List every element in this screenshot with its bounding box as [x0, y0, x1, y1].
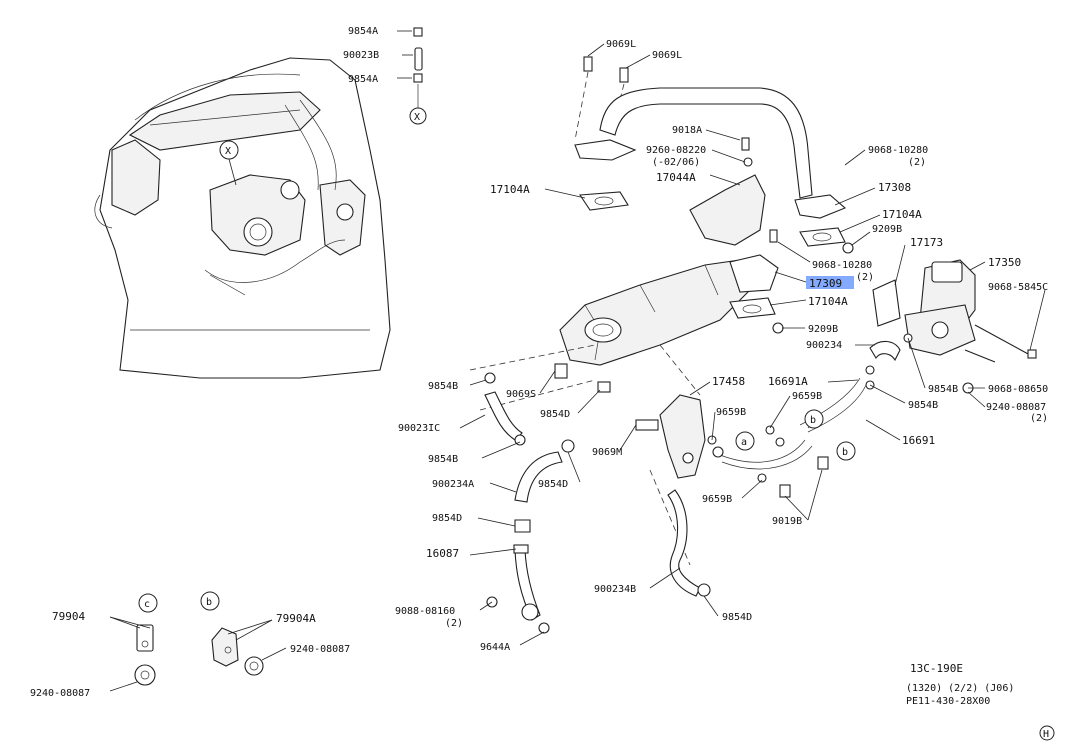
part-label-9068-10280-2[interactable]: 9068-10280: [812, 260, 872, 271]
ref-c: c: [144, 599, 150, 610]
part-label-9260-08220[interactable]: 9260-08220: [646, 145, 706, 156]
part-label-9854b-2[interactable]: 9854B: [428, 454, 458, 465]
part-label-17308[interactable]: 17308: [878, 181, 911, 194]
part-label-9240-08087-c[interactable]: 9240-08087: [30, 688, 90, 699]
part-label-9019b[interactable]: 9019B: [772, 516, 802, 527]
ref-a: a: [741, 437, 747, 448]
part-label-17458[interactable]: 17458: [712, 375, 745, 388]
part-label-9260-note: (-02/06): [652, 157, 700, 168]
part-label-79904[interactable]: 79904: [52, 610, 85, 623]
part-label-9240-08087-b[interactable]: 9240-08087: [290, 644, 350, 655]
part-label-9068-08650[interactable]: 9068-08650: [988, 384, 1048, 395]
part-label-9659b-2[interactable]: 9659B: [716, 407, 746, 418]
ref-b-1: b: [810, 415, 816, 426]
hose-x-detail: X: [397, 27, 427, 125]
part-label-9659b-3[interactable]: 9659B: [702, 494, 732, 505]
part-label-9088-08160-qty: (2): [445, 618, 463, 629]
engine-overview-drawing: [94, 57, 391, 379]
part-label-9659b-1[interactable]: 9659B: [792, 391, 822, 402]
part-label-9209b-1[interactable]: 9209B: [872, 224, 902, 235]
part-label-9854b-1[interactable]: 9854B: [428, 381, 458, 392]
part-label-17044a[interactable]: 17044A: [656, 171, 696, 184]
part-label-900234a[interactable]: 900234A: [432, 479, 474, 490]
part-label-9068-10280-top[interactable]: 9068-10280: [868, 145, 928, 156]
part-label-9209b-2[interactable]: 9209B: [808, 324, 838, 335]
part-label-9240-08087-r[interactable]: 9240-08087: [986, 402, 1046, 413]
part-label-9854d-2[interactable]: 9854D: [538, 479, 568, 490]
x-ref-callout: X: [219, 140, 239, 186]
part-label-9068-5845c[interactable]: 9068-5845C: [988, 282, 1048, 293]
part-label-16087[interactable]: 16087: [426, 547, 459, 560]
detail-c-drawing: [109, 593, 158, 692]
highlight-17309: [806, 276, 854, 289]
part-label-9069s[interactable]: 9069S: [506, 389, 536, 400]
part-label-16691[interactable]: 16691: [902, 434, 935, 447]
diagram-page: (1320) (2/2) (J06): [906, 683, 1014, 694]
part-label-90023ic[interactable]: 90023IC: [398, 423, 440, 434]
part-label-9854d-1[interactable]: 9854D: [540, 409, 570, 420]
x-engine-marker: X: [225, 146, 231, 157]
part-label-79904a[interactable]: 79904A: [276, 612, 316, 625]
diagram-part-number: PE11-430-28X00: [906, 696, 990, 707]
part-label-9240-08087-r-qty: (2): [1030, 413, 1048, 424]
part-label-17104a-2[interactable]: 17104A: [882, 208, 922, 221]
part-label-17309[interactable]: 17309: [809, 277, 842, 290]
detail-b-drawing: [200, 591, 287, 676]
part-label-9644a[interactable]: 9644A: [480, 642, 510, 653]
part-label-9854b-r2[interactable]: 9854B: [908, 400, 938, 411]
part-label-17104a-1[interactable]: 17104A: [490, 183, 530, 196]
part-label-9068-10280-top-qty: (2): [908, 157, 926, 168]
part-label-9069l-2[interactable]: 9069L: [652, 50, 682, 61]
part-label-900234b[interactable]: 900234B: [594, 584, 636, 595]
part-label-9854a-2[interactable]: 9854A: [348, 74, 378, 85]
egr-assembly-drawing: [469, 56, 1037, 634]
part-label-17104a-3[interactable]: 17104A: [808, 295, 848, 308]
part-label-9018a[interactable]: 9018A: [672, 125, 702, 136]
part-label-9854d-3[interactable]: 9854D: [432, 513, 462, 524]
part-label-17350[interactable]: 17350: [988, 256, 1021, 269]
part-label-9854a-top[interactable]: 9854A: [348, 26, 378, 37]
part-label-17173[interactable]: 17173: [910, 236, 943, 249]
corner-ref-h: H: [1043, 729, 1049, 740]
part-label-9854b-r1[interactable]: 9854B: [928, 384, 958, 395]
ref-b-2: b: [842, 447, 848, 458]
ref-b-3: b: [206, 597, 212, 608]
part-label-90023b[interactable]: 90023B: [343, 50, 379, 61]
diagram-code: 13C-190E: [910, 662, 963, 675]
leader-lines: [459, 43, 1046, 646]
x-ref-marker: X: [414, 112, 420, 123]
part-label-16691a[interactable]: 16691A: [768, 375, 808, 388]
part-label-9068-10280-2-qty: (2): [856, 272, 874, 283]
part-label-900234-top[interactable]: 900234: [806, 340, 842, 351]
part-label-9069m[interactable]: 9069M: [592, 447, 622, 458]
part-label-9088-08160[interactable]: 9088-08160: [395, 606, 455, 617]
ref-circles-main: b a b: [735, 409, 856, 461]
part-label-9069l-1[interactable]: 9069L: [606, 39, 636, 50]
part-label-9854d-4[interactable]: 9854D: [722, 612, 752, 623]
